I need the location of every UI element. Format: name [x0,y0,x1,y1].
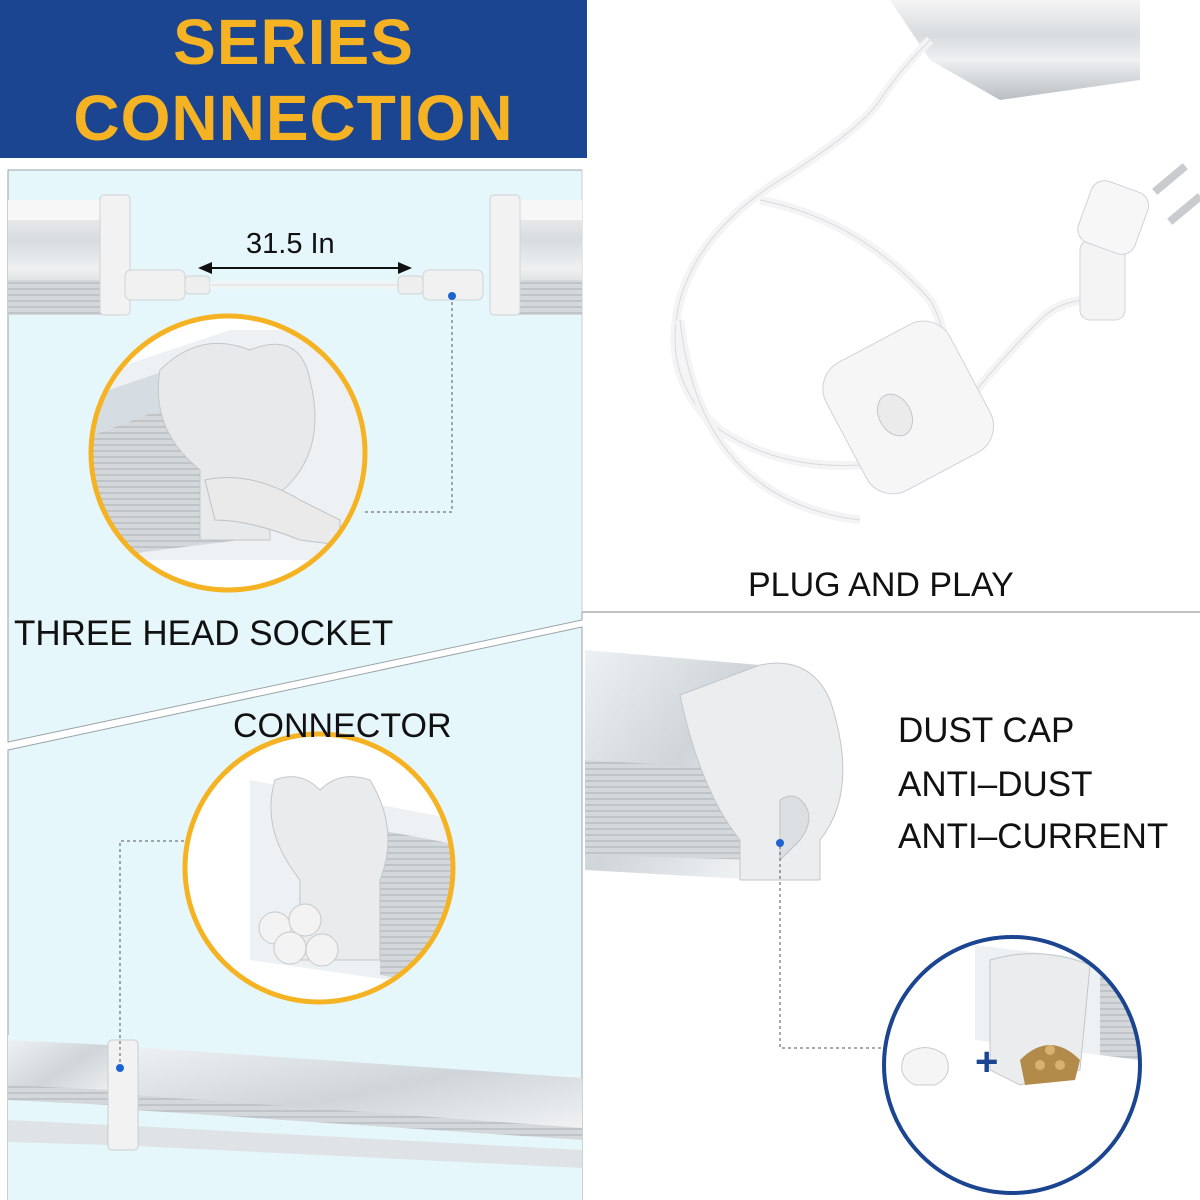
series-connection-banner: SERIES CONNECTION [0,0,587,158]
socket-detail-circle [88,313,368,593]
connector-label: CONNECTOR [233,707,452,745]
banner-title-line-2: CONNECTION [73,82,514,154]
length-label: 31.5 In [246,228,335,260]
plus-sign: + [975,1040,999,1084]
dust-cap-label: DUST CAP [898,711,1075,750]
anti-current-label: ANTI–CURRENT [898,817,1169,856]
three-head-socket-label: THREE HEAD SOCKET [14,614,394,653]
connector-detail-circle [182,731,456,1005]
series-tubes-top [8,194,582,316]
plug-and-switch-cord [670,0,1200,525]
dust-cap-tube [585,650,844,881]
banner-title-line-1: SERIES [173,6,414,78]
anti-dust-label: ANTI–DUST [898,765,1093,804]
series-tubes-bottom [8,1035,582,1200]
plug-and-play-label: PLUG AND PLAY [748,566,1014,604]
dust-cap-detail-circle [882,935,1142,1195]
